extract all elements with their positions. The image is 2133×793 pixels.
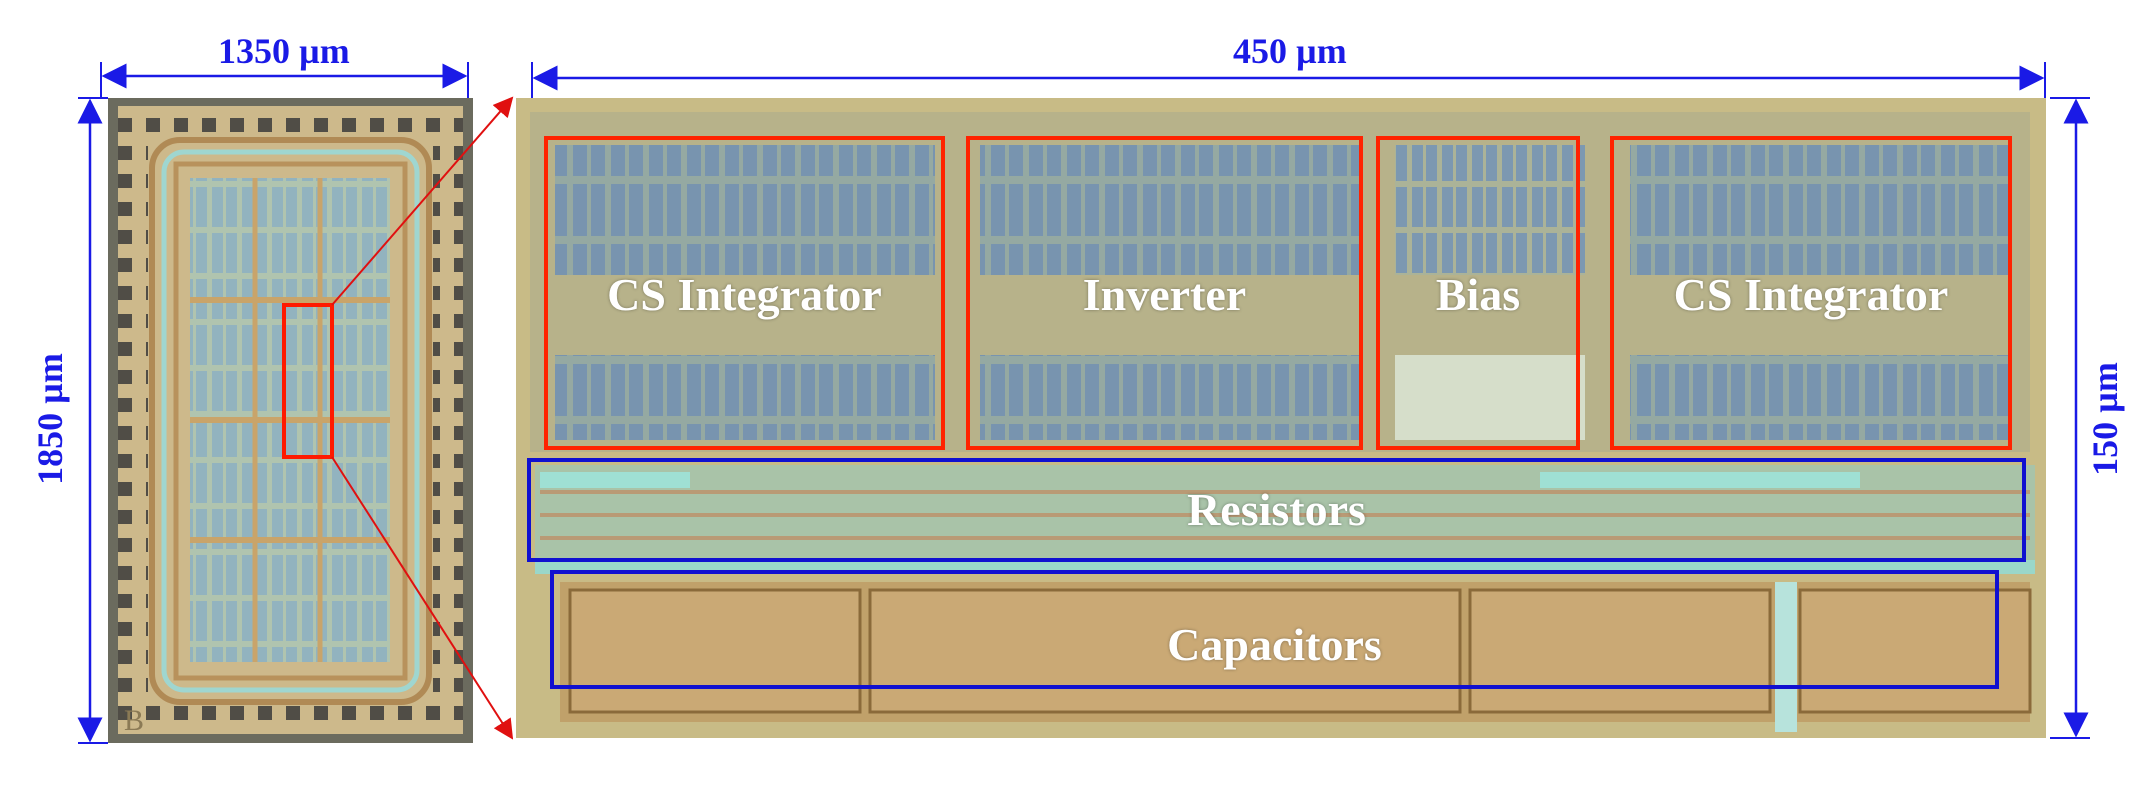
svg-text:B: B (124, 704, 144, 737)
cs-integrator-right-box (1610, 136, 2012, 450)
inverter-box (966, 136, 1363, 450)
resistors-label: Resistors (1187, 484, 1366, 535)
zoom-height-dimension-line (2050, 97, 2090, 739)
die-photo: B (108, 98, 473, 743)
chip-width-dimension-line (100, 62, 469, 98)
chip-height-label: 1850 µm (30, 353, 70, 485)
chip-height-dimension-line (77, 97, 108, 744)
inverter-label: Inverter (1082, 269, 1247, 320)
zoom-connector-bottom (331, 456, 514, 740)
bias-label: Bias (1435, 269, 1521, 320)
die-zoom-region (282, 303, 334, 459)
cs-integrator-right-label: CS Integrator (1673, 269, 1949, 320)
capacitors-box (550, 570, 1999, 689)
zoom-connector-top (331, 96, 514, 306)
zoom-photo (516, 98, 2046, 738)
cs-integrator-left-box (544, 136, 945, 450)
zoom-width-dimension-line (531, 62, 2046, 98)
zoom-height-label: 150 µm (2085, 362, 2125, 476)
zoom-width-label: 450 µm (1233, 31, 1347, 71)
resistors-box (527, 458, 2026, 562)
bias-box (1376, 136, 1580, 450)
capacitors-label: Capacitors (1167, 619, 1382, 670)
chip-width-label: 1350 µm (218, 31, 350, 71)
cs-integrator-left-label: CS Integrator (607, 269, 882, 320)
